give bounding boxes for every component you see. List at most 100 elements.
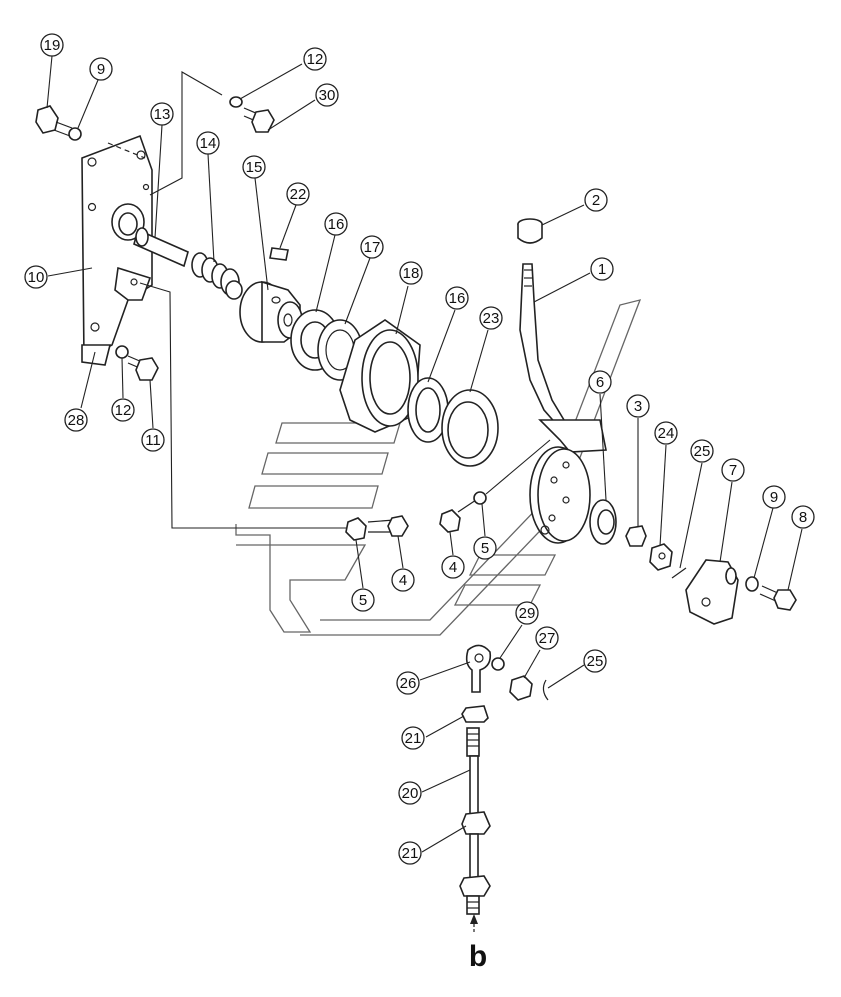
spring-14 <box>191 252 243 300</box>
svg-text:1: 1 <box>598 261 606 278</box>
washer-12-bottom <box>115 345 129 359</box>
svg-text:10: 10 <box>28 269 45 286</box>
svg-text:5: 5 <box>359 592 367 609</box>
assembly-line-top <box>149 71 223 196</box>
washer-9 <box>68 127 82 141</box>
svg-text:24: 24 <box>658 425 675 442</box>
svg-text:3: 3 <box>634 398 642 415</box>
svg-text:7: 7 <box>729 462 737 479</box>
nut-21-top <box>461 705 489 723</box>
callout-10: 10 <box>24 265 48 289</box>
svg-text:18: 18 <box>403 265 420 282</box>
nut-24 <box>649 543 673 571</box>
svg-text:30: 30 <box>319 87 336 104</box>
lever-plate <box>529 419 607 544</box>
callout-15: 15 <box>242 155 266 179</box>
washer-29 <box>491 657 505 671</box>
callout-24: 24 <box>654 421 678 445</box>
lever-1 <box>519 263 566 428</box>
callout-25: 25 <box>690 439 714 463</box>
nut-27 <box>509 675 533 701</box>
svg-text:8: 8 <box>799 509 807 526</box>
bolt-4-left <box>367 515 409 537</box>
svg-text:21: 21 <box>402 845 419 862</box>
bolt-4-right <box>439 499 477 533</box>
svg-text:14: 14 <box>200 135 217 152</box>
callout-7: 7 <box>721 458 745 482</box>
callout-6: 6 <box>588 370 612 394</box>
callout-4-right: 4 <box>441 555 465 579</box>
housing-7 <box>685 559 739 625</box>
svg-text:15: 15 <box>246 159 263 176</box>
svg-text:25: 25 <box>587 653 604 670</box>
svg-text:17: 17 <box>364 239 381 256</box>
callout-17: 17 <box>360 235 384 259</box>
callout-5-left: 5 <box>351 588 375 612</box>
callout-14: 14 <box>196 131 220 155</box>
callout-29: 29 <box>515 601 539 625</box>
callout-13: 13 <box>150 102 174 126</box>
callout-16: 16 <box>324 212 348 236</box>
callout-25-lower: 25 <box>583 649 607 673</box>
callout-9: 9 <box>89 57 113 81</box>
assembly-line-mid <box>485 439 551 495</box>
callout-18: 18 <box>399 261 423 285</box>
callout-12: 12 <box>303 47 327 71</box>
callout-27: 27 <box>535 626 559 650</box>
rod-end-26 <box>465 644 492 693</box>
svg-text:9: 9 <box>97 61 105 78</box>
callout-22: 22 <box>286 182 310 206</box>
svg-text:29: 29 <box>519 605 536 622</box>
callout-26: 26 <box>396 671 420 695</box>
callout-leaders <box>46 55 803 853</box>
svg-text:11: 11 <box>145 432 161 449</box>
bolt-8 <box>759 585 797 611</box>
svg-text:4: 4 <box>449 559 457 576</box>
pin-25 <box>671 567 687 579</box>
bolt-30 <box>243 107 275 133</box>
svg-text:27: 27 <box>539 630 556 647</box>
svg-text:28: 28 <box>68 412 85 429</box>
nut-3 <box>625 525 647 547</box>
bushing <box>111 203 145 241</box>
callout-2: 2 <box>584 188 608 212</box>
svg-text:13: 13 <box>154 106 171 123</box>
assembly-line-left <box>139 282 350 529</box>
nut-5-right <box>473 491 487 505</box>
svg-text:23: 23 <box>483 310 500 327</box>
pin-25-lower <box>542 679 549 701</box>
svg-text:25: 25 <box>694 443 711 460</box>
svg-text:9: 9 <box>770 489 778 506</box>
hub-15 <box>239 280 303 343</box>
washer-9-right <box>745 576 759 592</box>
shaft-13 <box>133 227 189 268</box>
callout-28: 28 <box>64 408 88 432</box>
callout-21-bottom: 21 <box>398 841 422 865</box>
svg-text:12: 12 <box>115 402 132 419</box>
key-22 <box>269 247 289 261</box>
callout-5-right: 5 <box>473 536 497 560</box>
view-marker-b: b <box>469 940 487 973</box>
callout-4-left: 4 <box>391 568 415 592</box>
callout-21-top: 21 <box>401 726 425 750</box>
drum-18 <box>339 319 421 433</box>
callout-8: 8 <box>791 505 815 529</box>
svg-text:5: 5 <box>481 540 489 557</box>
flange-6 <box>589 499 617 545</box>
washer-12-top <box>229 96 243 108</box>
rod-20 <box>459 727 491 915</box>
callout-20: 20 <box>398 781 422 805</box>
small-bracket <box>81 266 152 366</box>
svg-text:19: 19 <box>44 37 61 54</box>
bolt-19 <box>35 105 73 137</box>
ring-23 <box>441 389 499 467</box>
svg-text:20: 20 <box>402 785 419 802</box>
view-arrow <box>470 914 478 932</box>
callout-1: 1 <box>590 257 614 281</box>
svg-text:26: 26 <box>400 675 417 692</box>
svg-text:12: 12 <box>307 51 324 68</box>
callout-12-bottom: 12 <box>111 398 135 422</box>
callout-16-right: 16 <box>445 286 469 310</box>
